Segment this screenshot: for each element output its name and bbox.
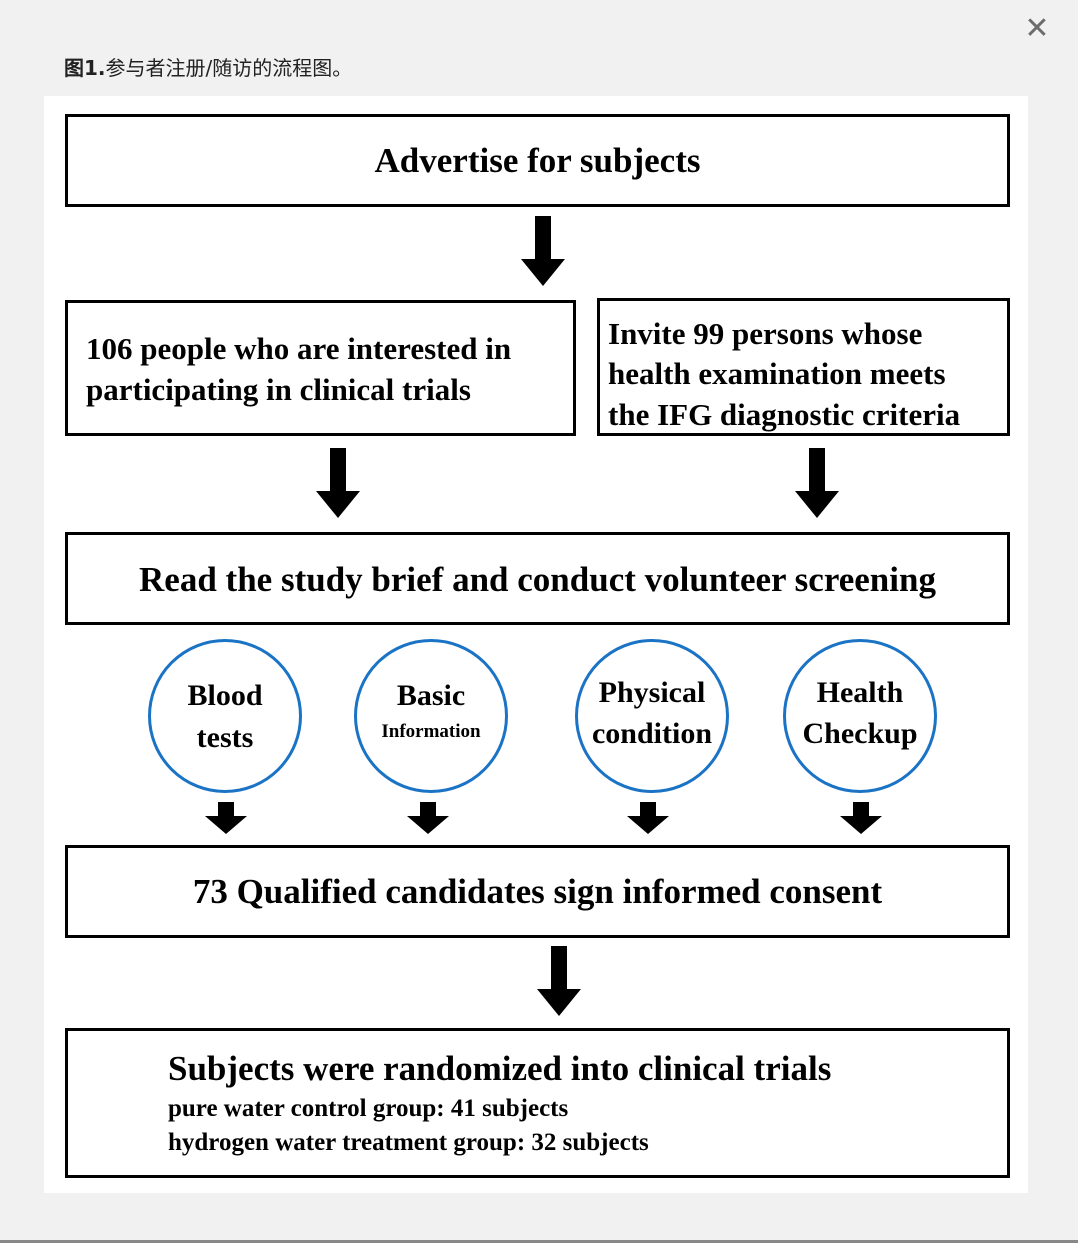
- advertise-box: Advertise for subjects: [65, 114, 1010, 207]
- figure-label: 图1.: [64, 56, 106, 80]
- screening-text: Read the study brief and conduct volunte…: [139, 560, 936, 599]
- arrow-down-icon: [407, 802, 449, 834]
- criteria-circle-health-checkup: Health Checkup: [783, 639, 937, 793]
- arrow-down-icon: [205, 802, 247, 834]
- close-button[interactable]: ✕: [1020, 12, 1054, 46]
- arrow-down-icon: [795, 448, 839, 518]
- flowchart-figure: Advertise for subjects 106 people who ar…: [44, 96, 1028, 1193]
- figure-caption-text: 参与者注册/随访的流程图。: [105, 56, 353, 80]
- consent-box: 73 Qualified candidates sign informed co…: [65, 845, 1010, 938]
- circle-label-line2: condition: [591, 717, 713, 750]
- control-group-text: pure water control group: 41 subjects: [168, 1095, 569, 1122]
- close-icon: ✕: [1024, 11, 1050, 46]
- interested-text-line2: participating in clinical trials: [86, 372, 471, 407]
- advertise-text: Advertise for subjects: [374, 141, 701, 180]
- criteria-circle-basic-information: Basic Information: [354, 639, 508, 793]
- invite-text-line3: the IFG diagnostic criteria: [608, 397, 961, 432]
- invite-text-line2: health examination meets: [608, 356, 946, 391]
- circle-label-line1: Basic: [396, 679, 466, 712]
- criteria-circle-physical-condition: Physical condition: [575, 639, 729, 793]
- invite-box: Invite 99 persons whose health examinati…: [597, 298, 1010, 436]
- criteria-circle-blood-tests: Blood tests: [148, 639, 302, 793]
- circle-label-line2: tests: [196, 721, 254, 754]
- figure-caption: 图1.参与者注册/随访的流程图。: [64, 52, 352, 81]
- randomized-title: Subjects were randomized into clinical t…: [168, 1049, 832, 1088]
- circle-label-line1: Physical: [598, 676, 706, 709]
- arrow-down-icon: [537, 946, 581, 1016]
- bottom-border: [0, 1240, 1078, 1243]
- interested-text-line1: 106 people who are interested in: [86, 331, 512, 366]
- randomized-box: Subjects were randomized into clinical t…: [65, 1028, 1010, 1178]
- circle-label-line2: Information: [381, 721, 481, 742]
- arrow-down-icon: [521, 216, 565, 286]
- interested-box: 106 people who are interested in partici…: [65, 300, 576, 436]
- circle-label-line2: Checkup: [802, 717, 918, 750]
- circle-label-line1: Blood: [187, 679, 263, 712]
- invite-text-line1: Invite 99 persons whose: [608, 316, 923, 351]
- arrow-down-icon: [840, 802, 882, 834]
- arrow-down-icon: [627, 802, 669, 834]
- consent-text: 73 Qualified candidates sign informed co…: [192, 872, 883, 911]
- arrow-down-icon: [316, 448, 360, 518]
- treatment-group-text: hydrogen water treatment group: 32 subje…: [168, 1129, 649, 1156]
- screening-box: Read the study brief and conduct volunte…: [65, 532, 1010, 625]
- circle-label-line1: Health: [816, 676, 904, 709]
